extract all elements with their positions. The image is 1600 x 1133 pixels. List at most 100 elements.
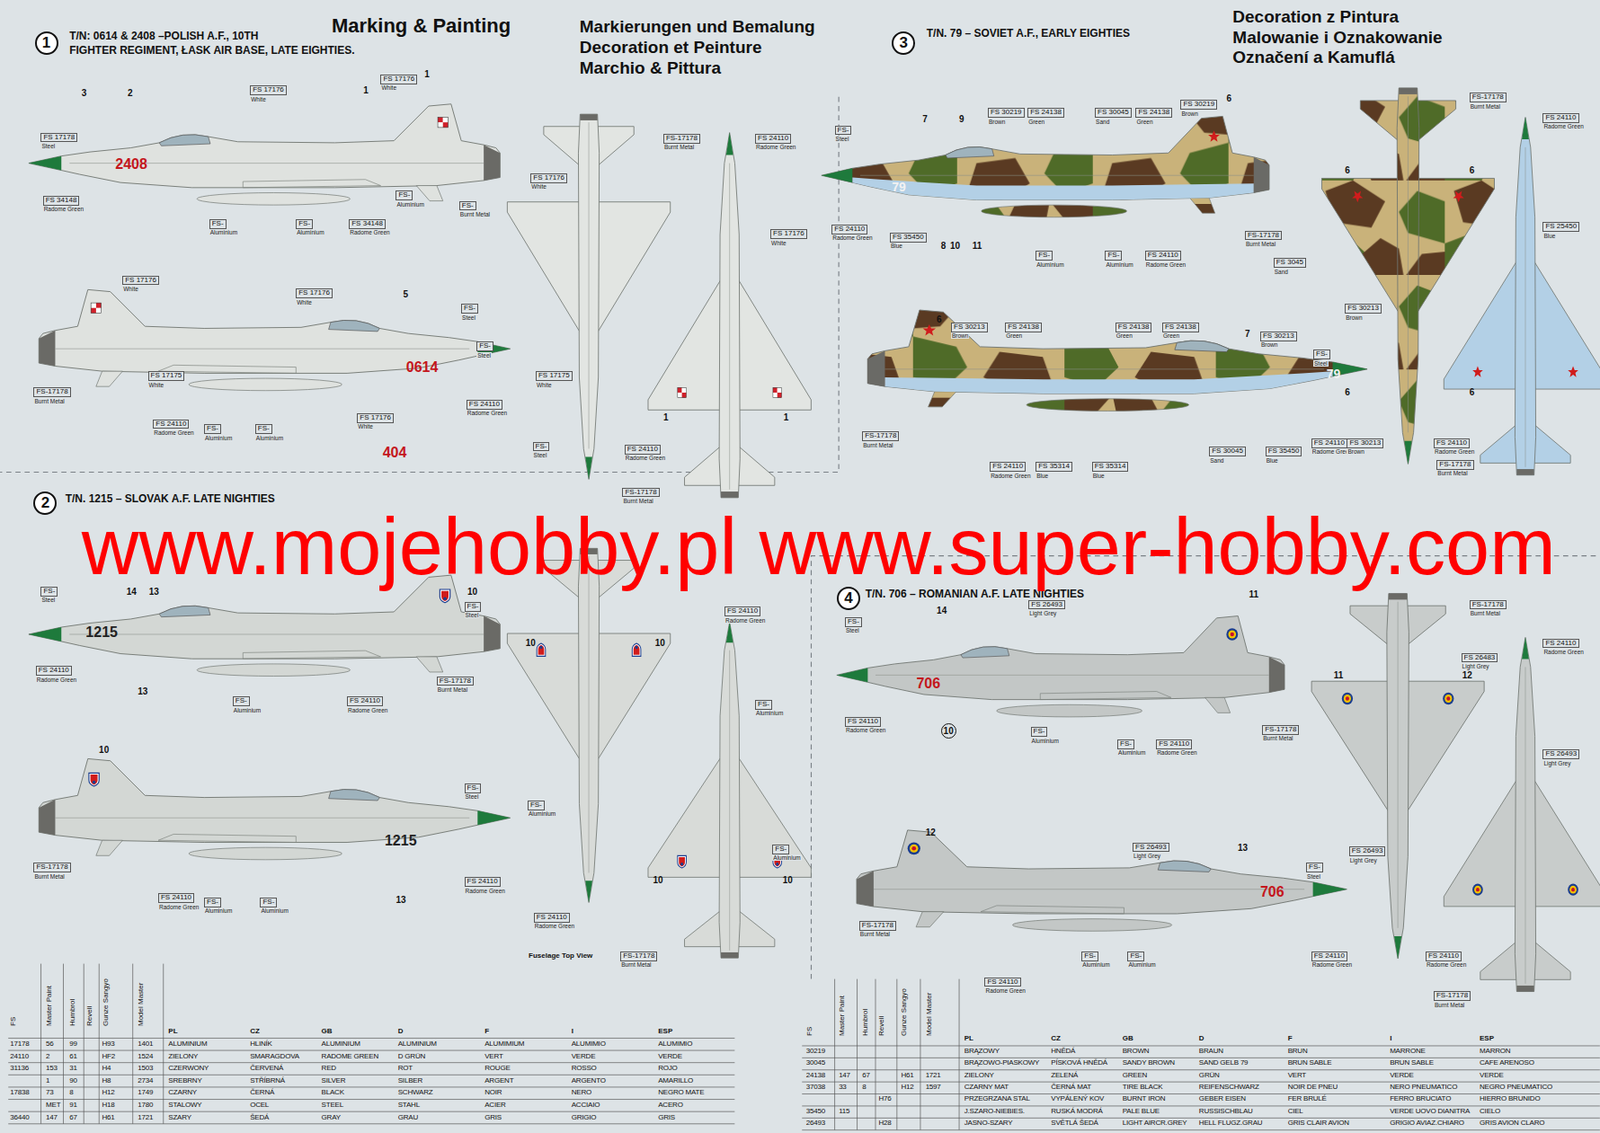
table-cell: 99: [69, 1040, 78, 1049]
table-cell: 31136: [9, 1065, 29, 1074]
paint-code: FS 17176: [770, 229, 808, 240]
aircraft-side: [821, 115, 1270, 217]
table-cell: H61: [900, 1072, 914, 1081]
table-cell: GRIS AVION CLARO: [1479, 1120, 1545, 1129]
paint-code: FS 30045: [1094, 107, 1132, 118]
paint-name: Blue: [1542, 232, 1556, 240]
table-cell: GRIS CLAIR AVION: [1288, 1120, 1350, 1129]
callout-number: 13: [1237, 843, 1248, 854]
section-title: T/N. 79 – SOVIET A.F., EARLY EIGHTIES: [926, 27, 1130, 40]
table-cell: 37038: [806, 1084, 826, 1093]
callout-number: 11: [972, 240, 983, 251]
table-cell: VERT: [484, 1053, 503, 1062]
table-cell: 1721: [137, 1114, 153, 1123]
table-cell: 1524: [137, 1053, 153, 1062]
table-cell: STAHL: [398, 1102, 420, 1111]
paint-code: FS 24110: [1425, 951, 1462, 962]
table-cell: 24110: [9, 1053, 29, 1062]
table-cell: SREBRNY: [168, 1077, 202, 1086]
aircraft-plan: [648, 133, 811, 498]
table-cell: 35450: [806, 1108, 826, 1117]
table-cell: SILVER: [321, 1077, 347, 1086]
table-cell: 1597: [925, 1084, 942, 1093]
callout-number: 6: [1344, 387, 1351, 398]
table-cell: NOIR: [484, 1089, 502, 1098]
table-cell: J.SZARO-NIEBIES.: [964, 1108, 1025, 1117]
paint-code: FS 26493: [1349, 846, 1387, 857]
paint-code: FS 24110: [844, 717, 881, 728]
paint-name: White: [535, 382, 553, 389]
paint-code: FS-: [1081, 951, 1099, 962]
table-header: FS: [806, 1027, 814, 1037]
table-header: Humbrol: [69, 999, 77, 1027]
table-cell: SMARAGDOVA: [249, 1053, 300, 1062]
table-cell: CZERWONY: [168, 1065, 209, 1074]
table-cell: HF2: [102, 1053, 116, 1062]
table-header: F: [484, 1028, 489, 1037]
paint-name: Burnt Metal: [1262, 735, 1294, 742]
paint-name: Steel: [40, 596, 56, 604]
table-header: Gunze Sangyo: [102, 978, 110, 1027]
paint-code: FS 17176: [249, 85, 287, 96]
paint-name: Aluminium: [204, 907, 233, 915]
table-cell: BRAUN: [1199, 1048, 1224, 1057]
paint-name: Burnt Metal: [459, 211, 491, 218]
callout-number: 2: [127, 88, 134, 98]
paint-name: Sand: [1094, 118, 1111, 125]
paint-code: FS-17178: [1469, 92, 1507, 103]
tail-number: 2408: [115, 156, 148, 173]
paint-code: FS 24110: [755, 133, 792, 144]
aircraft-side: [836, 616, 1285, 718]
paint-name: Brown: [987, 118, 1006, 125]
table-cell: REIFENSCHWARZ: [1199, 1084, 1260, 1093]
table-lines: [8, 964, 1600, 1131]
paint-code: FS 26493: [1028, 600, 1066, 611]
paint-code: FS 24138: [1135, 107, 1173, 118]
table-cell: 56: [45, 1040, 54, 1049]
table-cell: BRĄZOWO-PIASKOWY: [964, 1059, 1040, 1068]
table-cell: 1503: [137, 1065, 153, 1074]
paint-name: Aluminium: [527, 810, 557, 818]
table-cell: JASNO-SZARY: [964, 1120, 1014, 1129]
paint-name: Radome Green: [1542, 648, 1584, 656]
callout-number: 13: [395, 895, 406, 906]
table-cell: ČERNÁ: [249, 1089, 275, 1098]
paint-name: Steel: [1306, 873, 1322, 880]
paint-name: Aluminium: [755, 710, 784, 717]
paint-name: Blue: [889, 242, 904, 249]
paint-code: FS-17178: [1262, 725, 1299, 736]
paint-code: FS-: [533, 442, 551, 453]
paint-name: Radome Green: [624, 454, 667, 462]
table-cell: 1401: [137, 1040, 153, 1049]
table-cell: AMARILLO: [657, 1077, 694, 1086]
paint-name: Burnt Metal: [436, 686, 469, 694]
paint-name: Aluminium: [395, 201, 425, 208]
table-cell: 90: [69, 1077, 78, 1086]
aircraft-plan: [506, 114, 670, 480]
table-cell: ČERNÁ MAT: [1050, 1084, 1092, 1093]
paint-name: Radome Green: [755, 143, 797, 151]
table-cell: VERDE: [1389, 1072, 1414, 1081]
table-cell: SCHWARZ: [398, 1089, 434, 1098]
section-number: 2: [33, 491, 57, 516]
table-cell: 1780: [137, 1102, 153, 1111]
paint-name: Light Grey: [1028, 610, 1058, 617]
table-cell: PÍSKOVÁ HNĚDÁ: [1050, 1059, 1108, 1068]
callout-number: 7: [1244, 328, 1251, 339]
paint-code: FS 24110: [35, 666, 72, 676]
paint-code: FS 26493: [1542, 749, 1580, 760]
paint-name: Burnt Metal: [1433, 1002, 1466, 1009]
paint-code: FS 24110: [1311, 951, 1348, 962]
paint-code: FS-: [209, 219, 227, 230]
paint-name: Aluminium: [1081, 961, 1111, 969]
table-cell: 147: [45, 1114, 58, 1123]
table-cell: ZIELONY: [964, 1072, 995, 1081]
table-cell: 1721: [925, 1072, 942, 1081]
section-number: 3: [891, 31, 916, 55]
paint-name: Aluminium: [1104, 261, 1134, 268]
table-cell: VERDE UOVO DIANITRA: [1389, 1108, 1470, 1117]
paint-code: FS-17178: [622, 488, 659, 498]
paint-name: Sand: [1273, 268, 1289, 276]
table-header: GB: [321, 1028, 333, 1037]
callout-number: 11: [1248, 589, 1259, 600]
